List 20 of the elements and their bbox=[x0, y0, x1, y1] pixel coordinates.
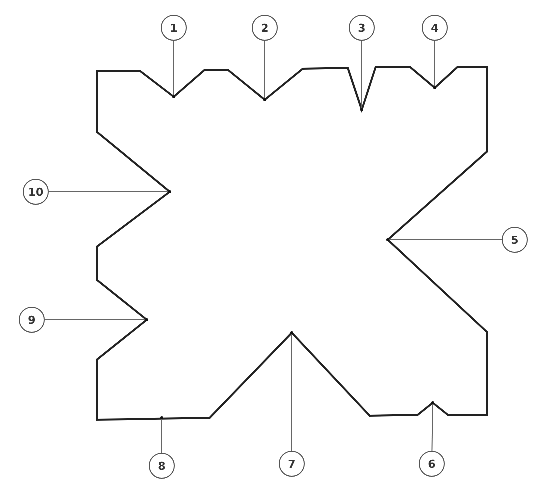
leader-line bbox=[290, 332, 294, 452]
callout-number: 9 bbox=[19, 307, 45, 333]
callout-number: 4 bbox=[422, 15, 448, 41]
leader-line bbox=[432, 402, 434, 452]
callout-number: 2 bbox=[252, 15, 278, 41]
callout-number: 10 bbox=[23, 179, 49, 205]
leader-line bbox=[172, 40, 176, 98]
leader-line bbox=[264, 40, 266, 102]
callout-number: 1 bbox=[161, 15, 187, 41]
callout-number: 5 bbox=[502, 227, 528, 253]
leader-line bbox=[386, 238, 502, 242]
leader-line bbox=[48, 190, 172, 194]
leader-line bbox=[360, 40, 364, 112]
callout-number: 8 bbox=[149, 453, 175, 479]
callout-number: 3 bbox=[349, 15, 375, 41]
callout-number: 6 bbox=[419, 451, 445, 477]
callout-number: 7 bbox=[279, 451, 305, 477]
leader-line bbox=[44, 318, 148, 322]
leader-line bbox=[434, 40, 436, 90]
leader-line bbox=[160, 416, 164, 454]
